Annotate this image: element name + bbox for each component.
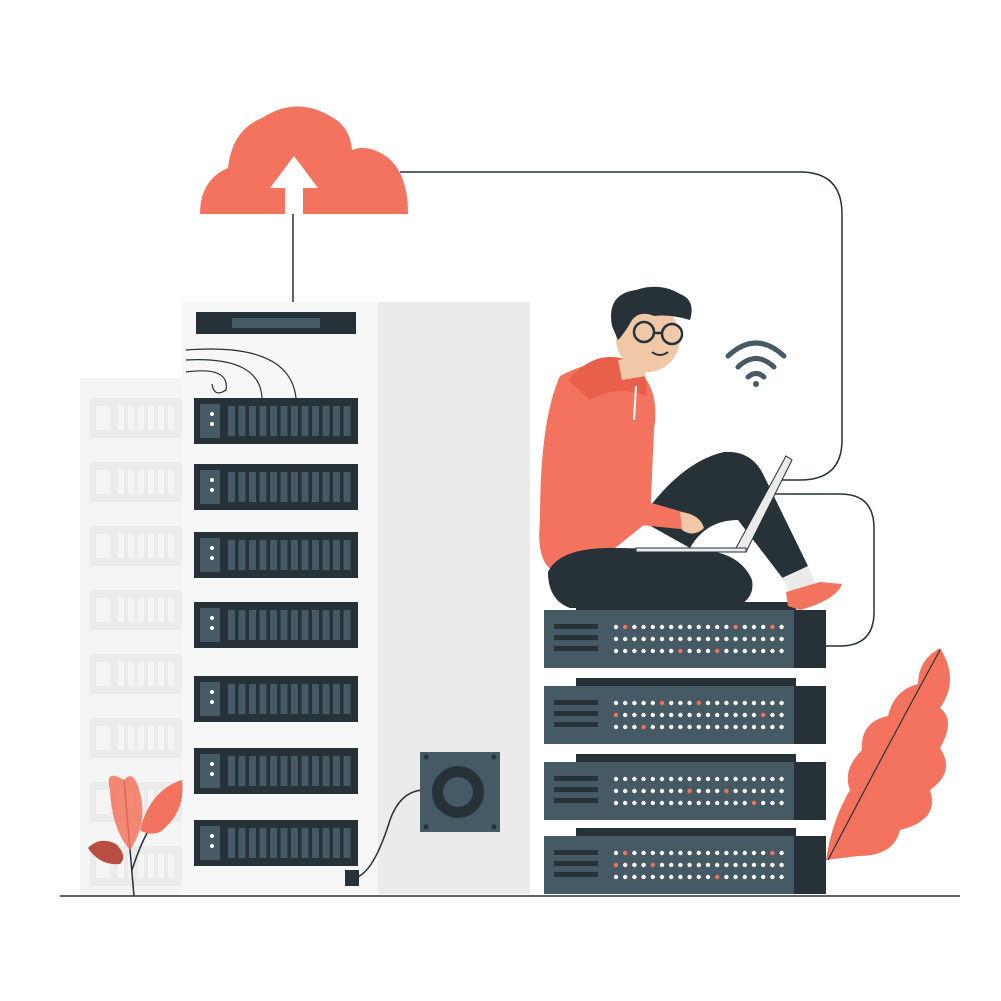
- rack-unit: [194, 676, 358, 722]
- rack-unit: [194, 532, 358, 578]
- rack-unit: [194, 398, 358, 444]
- network-cable-2: [770, 493, 875, 647]
- bg-rack-slot: [90, 526, 182, 566]
- rack-unit: [194, 748, 358, 794]
- stack-server-unit: [544, 602, 826, 668]
- fan-icon: [345, 752, 500, 886]
- background-rack: [80, 378, 190, 894]
- wifi-icon: [725, 340, 787, 387]
- bg-rack-slot: [90, 654, 182, 694]
- cloud-upload-icon: [200, 106, 408, 214]
- bg-rack-slot: [90, 462, 182, 502]
- leaf-icon: [826, 648, 950, 861]
- network-cable: [400, 171, 843, 481]
- stack-server-unit: [544, 678, 826, 744]
- bg-rack-slot: [90, 398, 182, 438]
- stack-server-unit: [544, 754, 826, 820]
- person-with-laptop: [539, 286, 842, 610]
- stack-server-unit: [544, 828, 826, 894]
- server-stack: [544, 602, 826, 894]
- rack-unit: [194, 602, 358, 648]
- bg-rack-slot: [90, 590, 182, 630]
- bg-rack-slot: [90, 846, 182, 886]
- rack-unit: [194, 464, 358, 510]
- main-server-rack: [182, 302, 530, 894]
- bg-rack-slot: [90, 718, 182, 758]
- rack-unit: [194, 820, 358, 866]
- plant-icon: [88, 775, 183, 897]
